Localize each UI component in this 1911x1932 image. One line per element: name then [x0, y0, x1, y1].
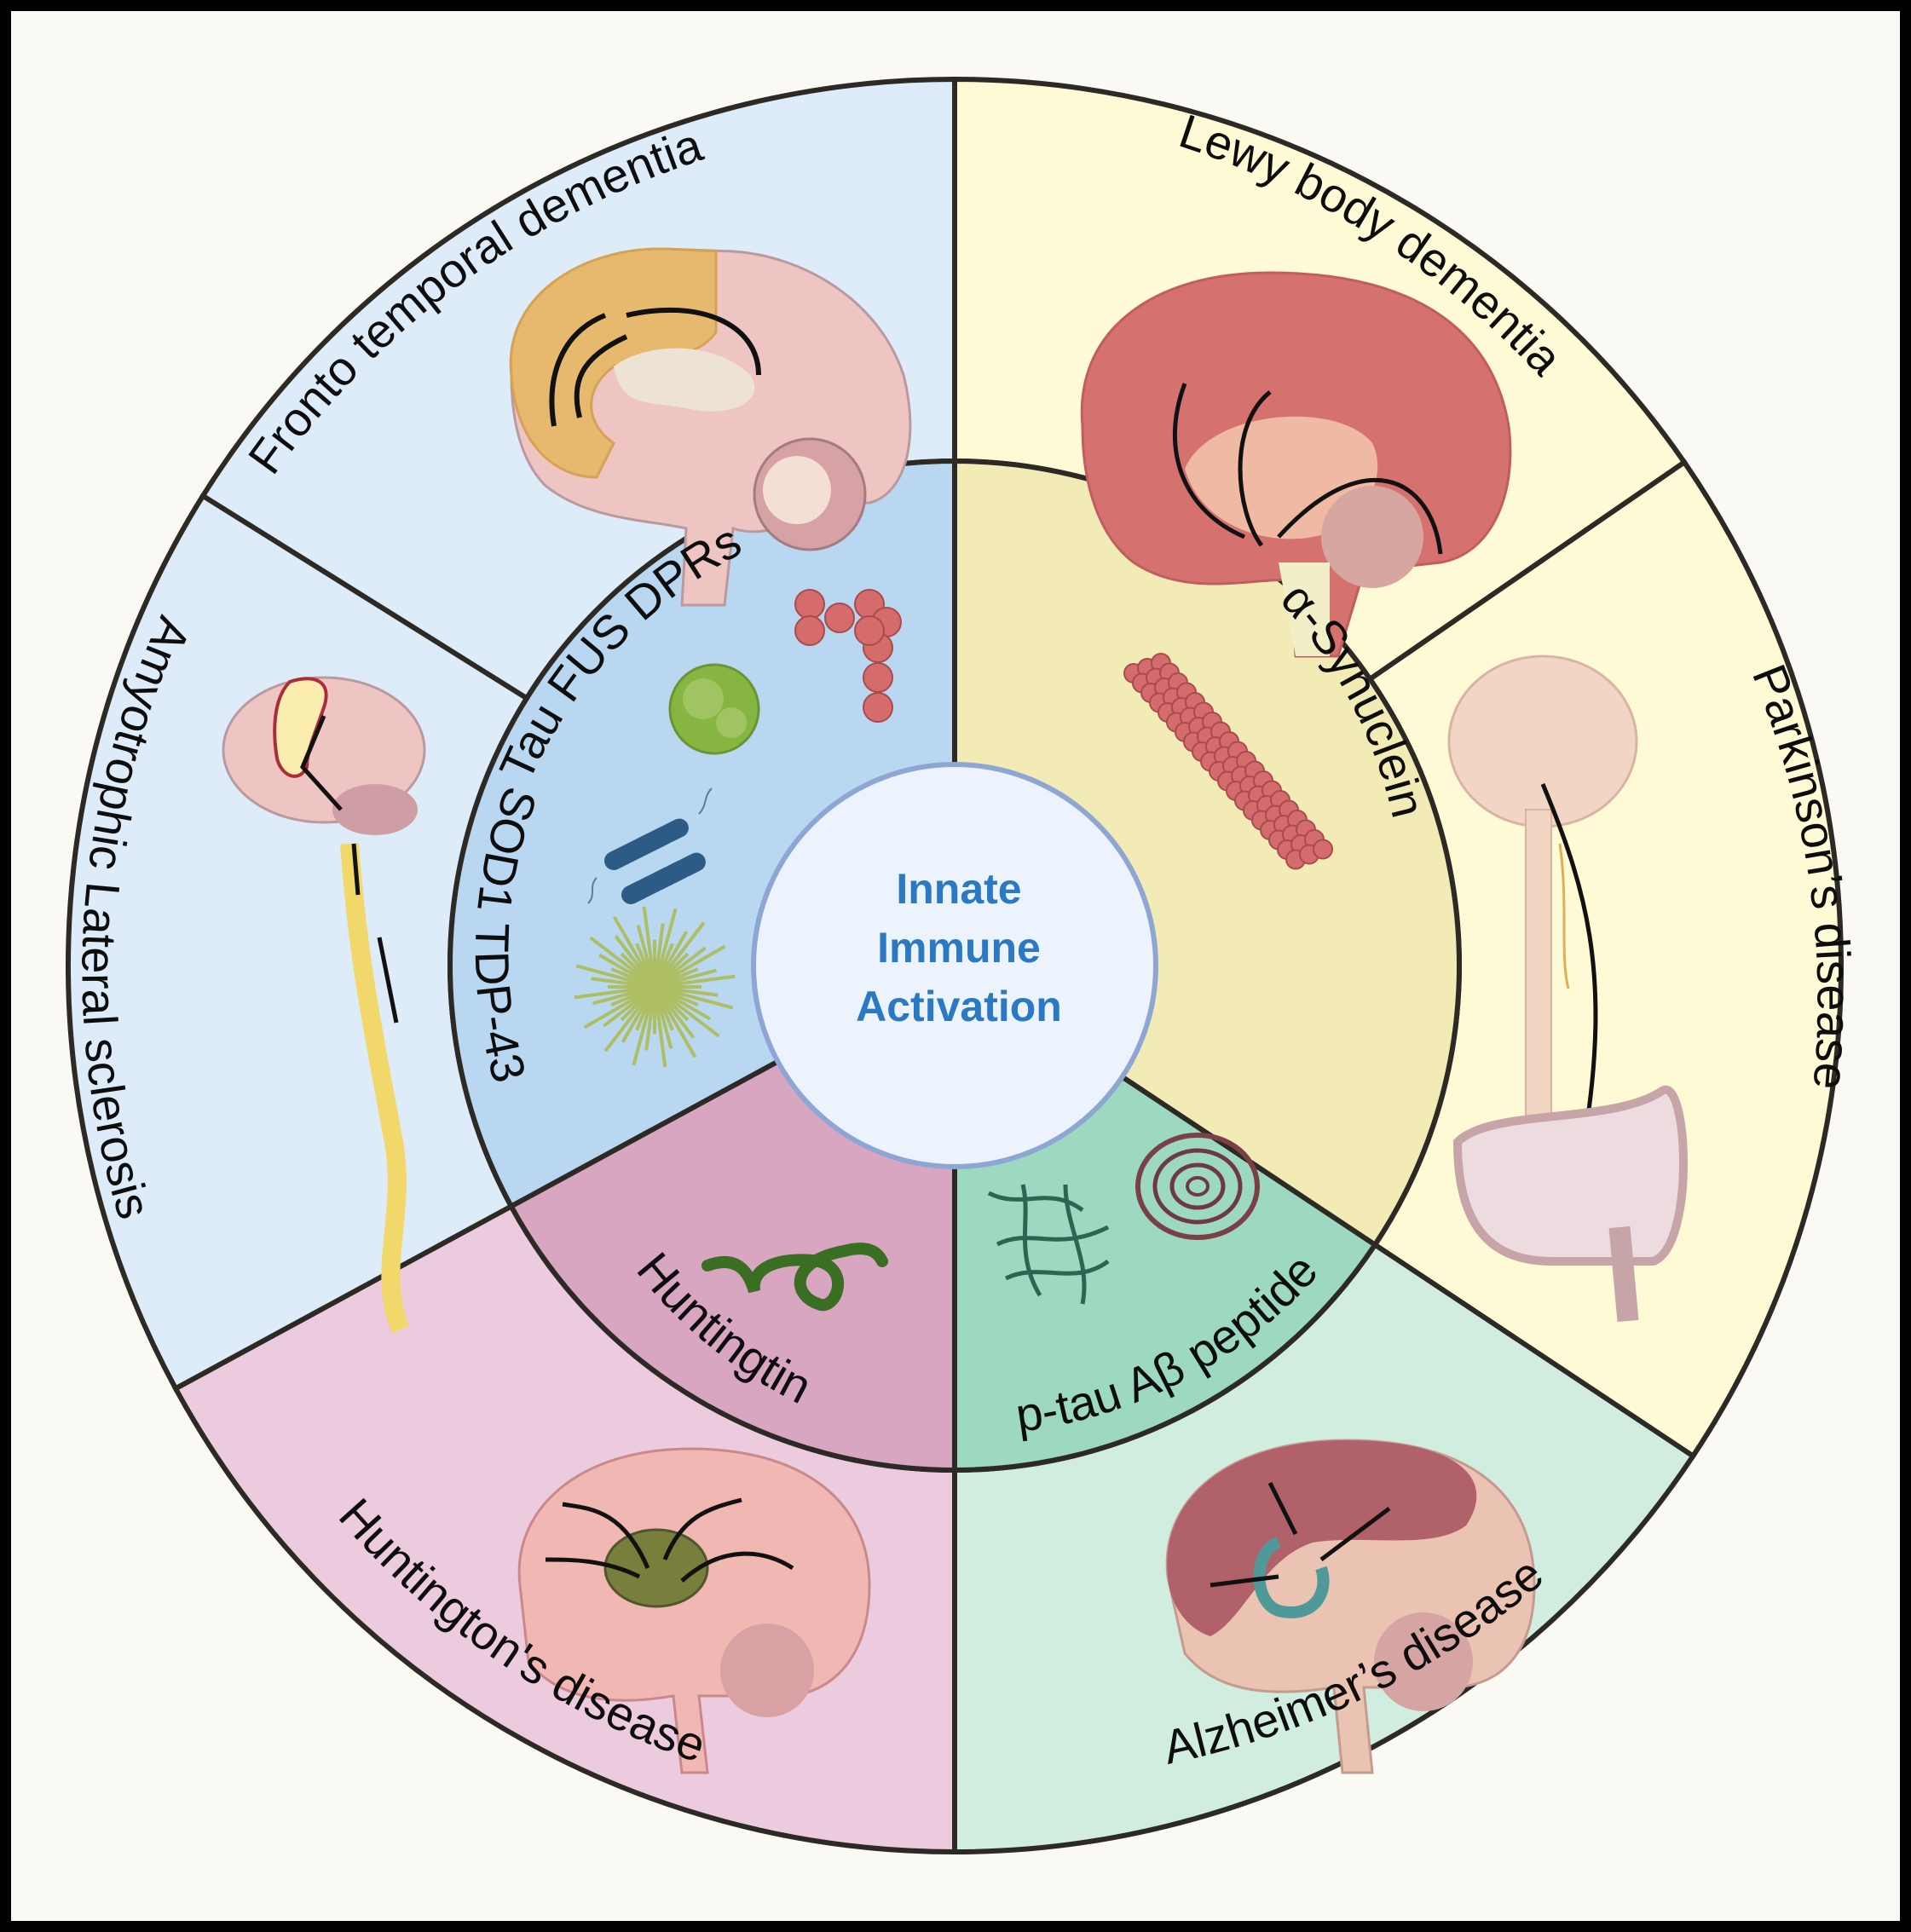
center-circle [751, 762, 1158, 1169]
dpr-bead [824, 603, 855, 633]
dpr-bead [863, 692, 893, 723]
fus-aggregate-icon [668, 663, 760, 755]
dpr-bead [854, 615, 885, 646]
pd-brain-gut-illustration [1447, 655, 1688, 1323]
ptau-tangles-icon [987, 1184, 1110, 1305]
sod1-fibrils-icon [587, 787, 713, 904]
center-line-2: Immune [877, 924, 1041, 972]
als-brain-spinal-illustration [222, 676, 426, 1334]
lbd-brain-illustration [1080, 271, 1512, 658]
huntingtin-strand-icon [701, 1243, 888, 1312]
alpha-synuclein-fibril-icon [1123, 653, 1333, 870]
ad-brain-illustration [1165, 1439, 1536, 1774]
center-line-1: Innate [896, 865, 1021, 913]
tdp43-aggregate-icon [574, 906, 736, 1068]
dpr-bead [863, 662, 893, 693]
abeta-plaque-icon [1135, 1133, 1260, 1240]
center-line-3: Activation [856, 983, 1062, 1030]
dpr-chain-icon [794, 589, 902, 723]
dpr-bead [794, 589, 825, 620]
synuclein-bead [1313, 839, 1333, 860]
dpr-bead [794, 615, 825, 646]
hd-brain-illustration [517, 1447, 871, 1774]
ftd-brain-illustration [509, 247, 912, 607]
tdp43-core [636, 968, 673, 1006]
